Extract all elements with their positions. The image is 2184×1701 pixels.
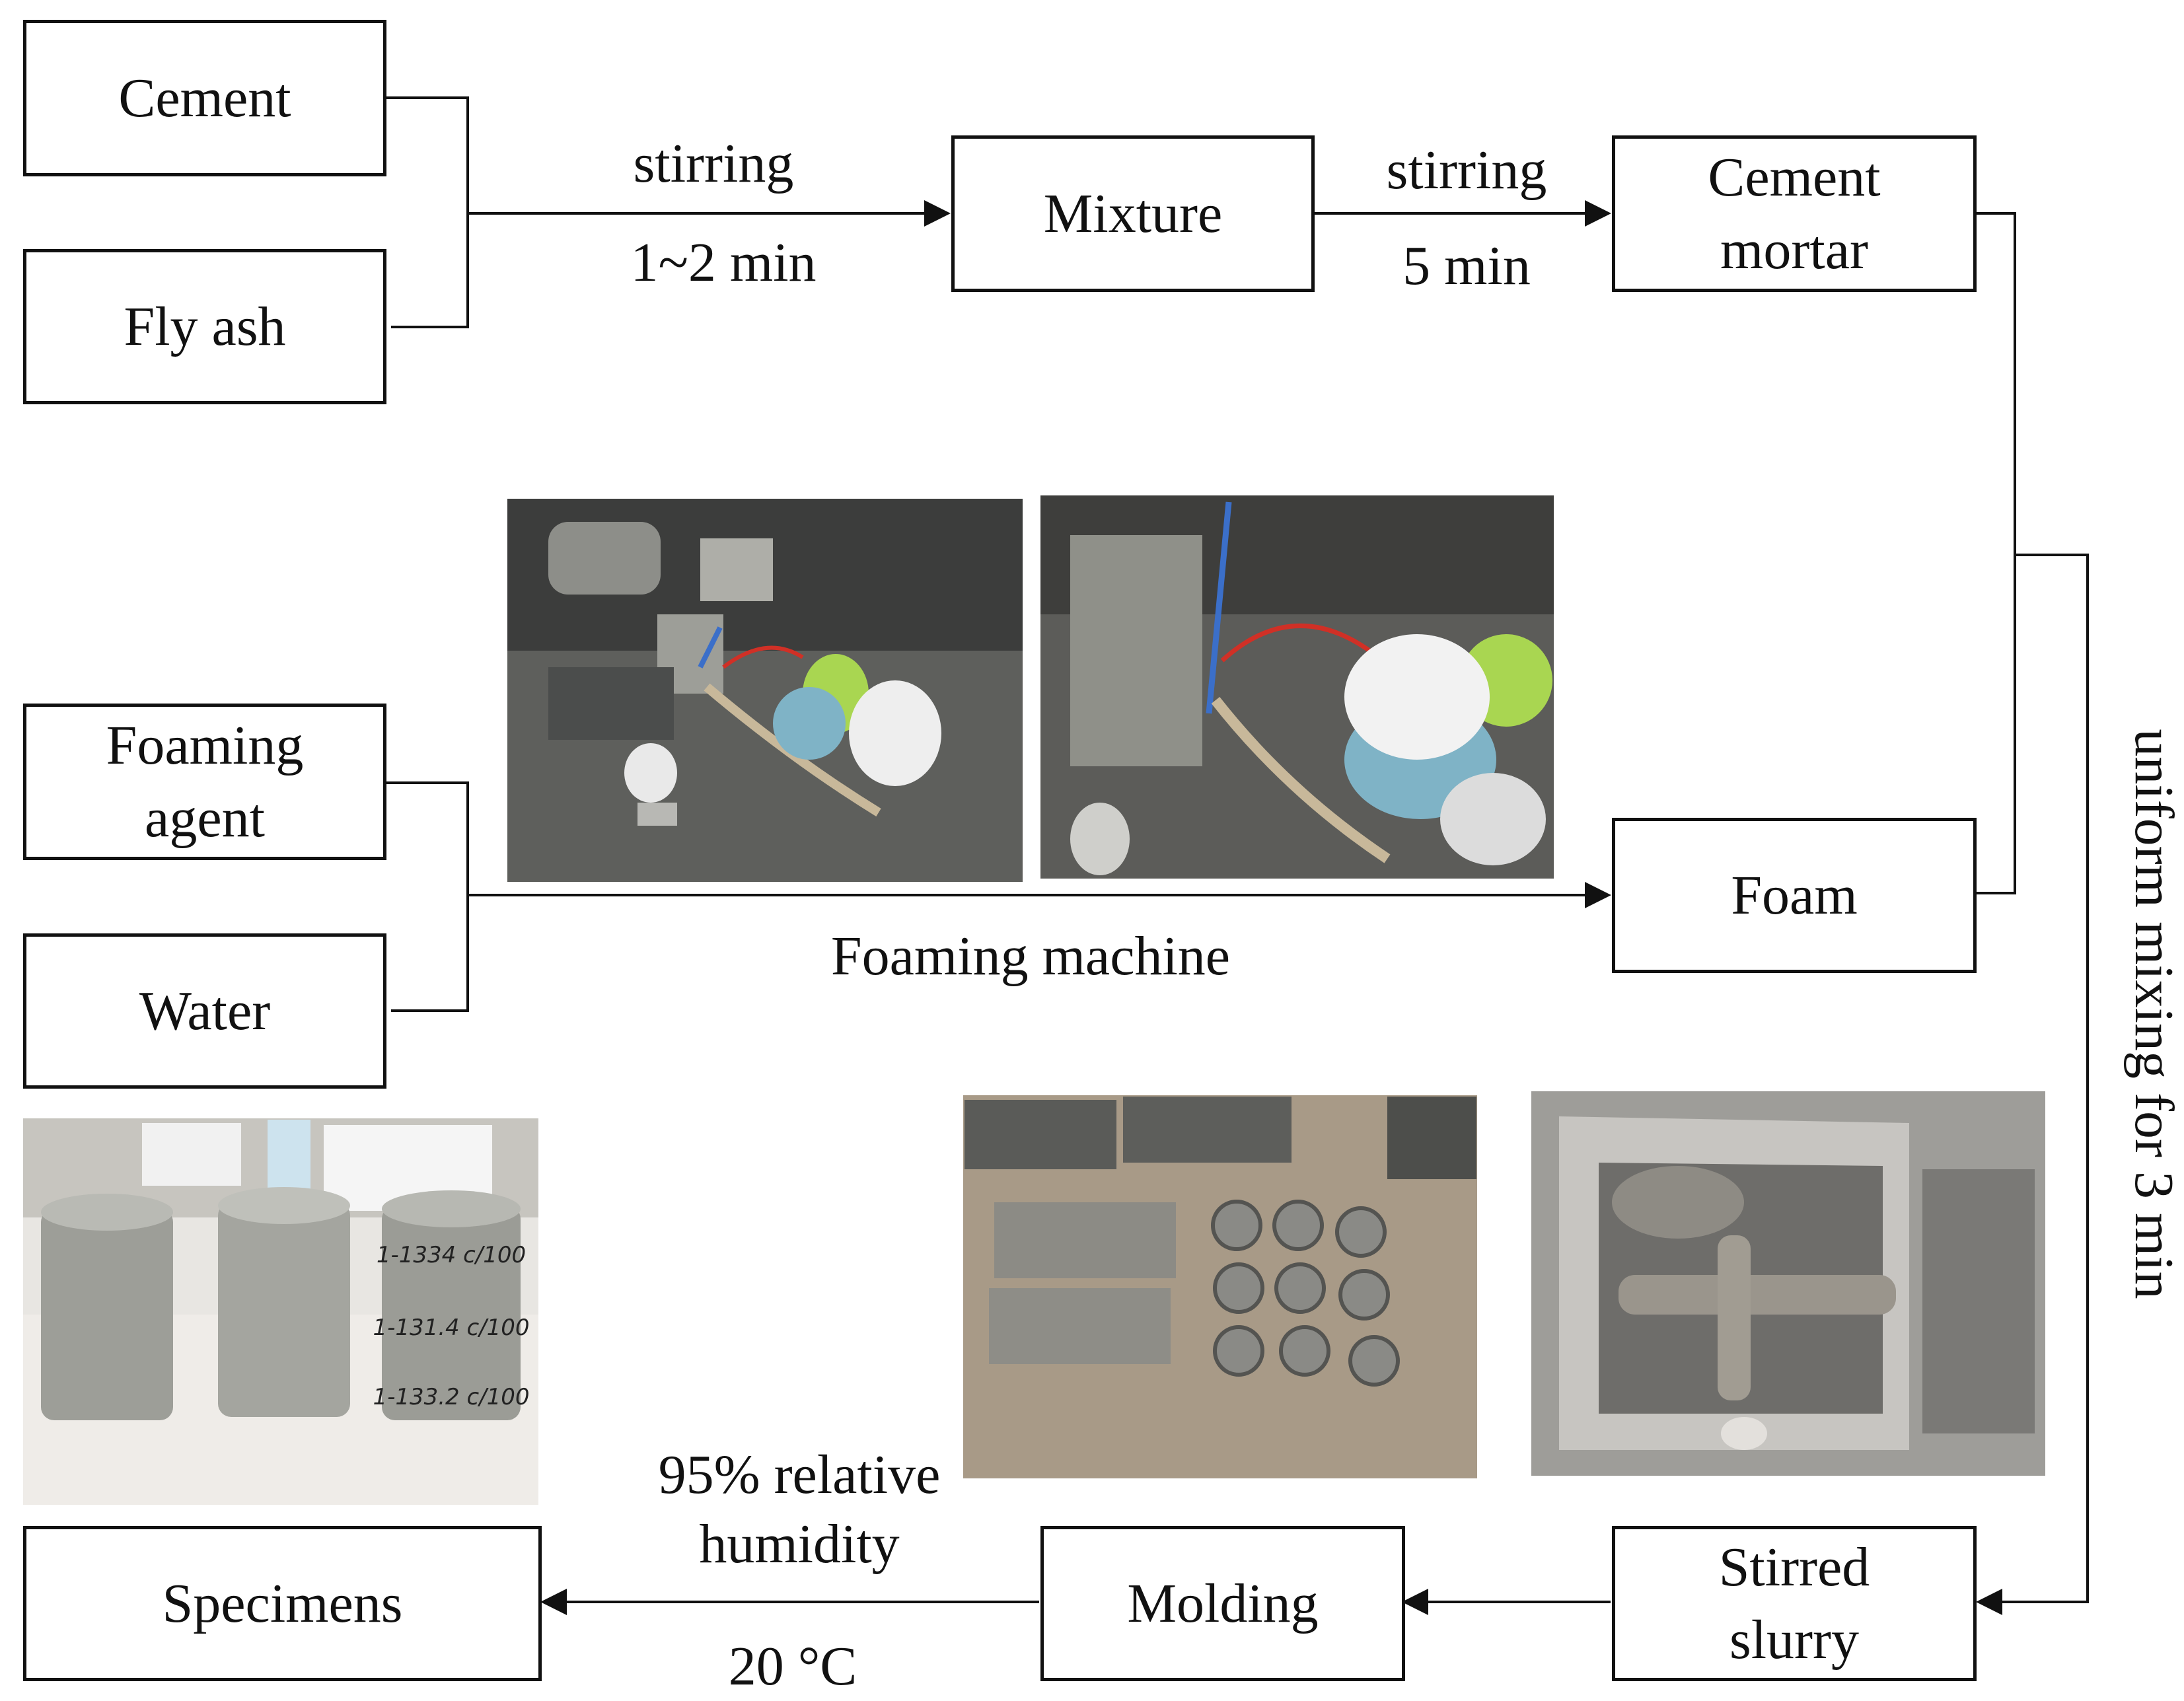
node-foaming-agent-label: Foaming agent [106,715,304,849]
label-foaming-machine: Foaming machine [830,925,1231,987]
node-molding: Molding [1040,1526,1405,1681]
node-foam-label: Foam [1731,864,1858,926]
node-stirred-slurry: Stirred slurry [1612,1526,1977,1681]
node-fly-ash: Fly ash [23,249,386,404]
connector-lines [384,96,2089,1615]
photo-foam-bucket [1040,495,1554,879]
specimen-label-1: 1-1334 c/100 [376,1242,527,1268]
photo-specimens [23,1118,538,1505]
photo-foaming-machine [507,499,1023,882]
label-stirring-1: stirring [633,133,794,194]
node-stirred-slurry-label: Stirred slurry [1718,1537,1870,1671]
label-stirring-2: stirring [1386,139,1547,201]
node-mixture-label: Mixture [1043,182,1223,244]
label-stirring-2-time: 5 min [1402,235,1531,297]
node-specimens: Specimens [23,1526,542,1681]
node-cement-mortar-label: Cement mortar [1708,147,1881,281]
node-foaming-agent: Foaming agent [23,704,386,860]
photo-mixer [1531,1091,2045,1476]
node-mixture: Mixture [951,135,1315,292]
label-curing-humidity: 95% relative humidity [658,1444,941,1575]
edge-uniform-mixing [1976,554,2089,1615]
specimen-label-3: 1-133.2 c/100 [373,1384,530,1410]
edge-cement-bracket [384,96,469,328]
node-water: Water [23,933,386,1089]
node-foam: Foam [1612,818,1977,973]
node-water-label: Water [139,980,271,1042]
specimen-label-2: 1-131.4 c/100 [373,1315,530,1341]
photo-molding [963,1095,1477,1478]
node-cement-mortar: Cement mortar [1612,135,1977,292]
node-cement-label: Cement [118,67,291,129]
node-cement: Cement [23,20,386,176]
edge-foaming-bracket [384,781,469,1012]
node-fly-ash-label: Fly ash [124,295,286,357]
node-specimens-label: Specimens [162,1572,403,1634]
label-stirring-1-time: 1~2 min [630,232,817,293]
edge-right-bracket [1975,212,2016,894]
label-uniform-mixing: uniform mixing for 3 min [2123,729,2184,1299]
label-curing-temperature: 20 °C [728,1636,857,1697]
node-molding-label: Molding [1127,1572,1319,1634]
